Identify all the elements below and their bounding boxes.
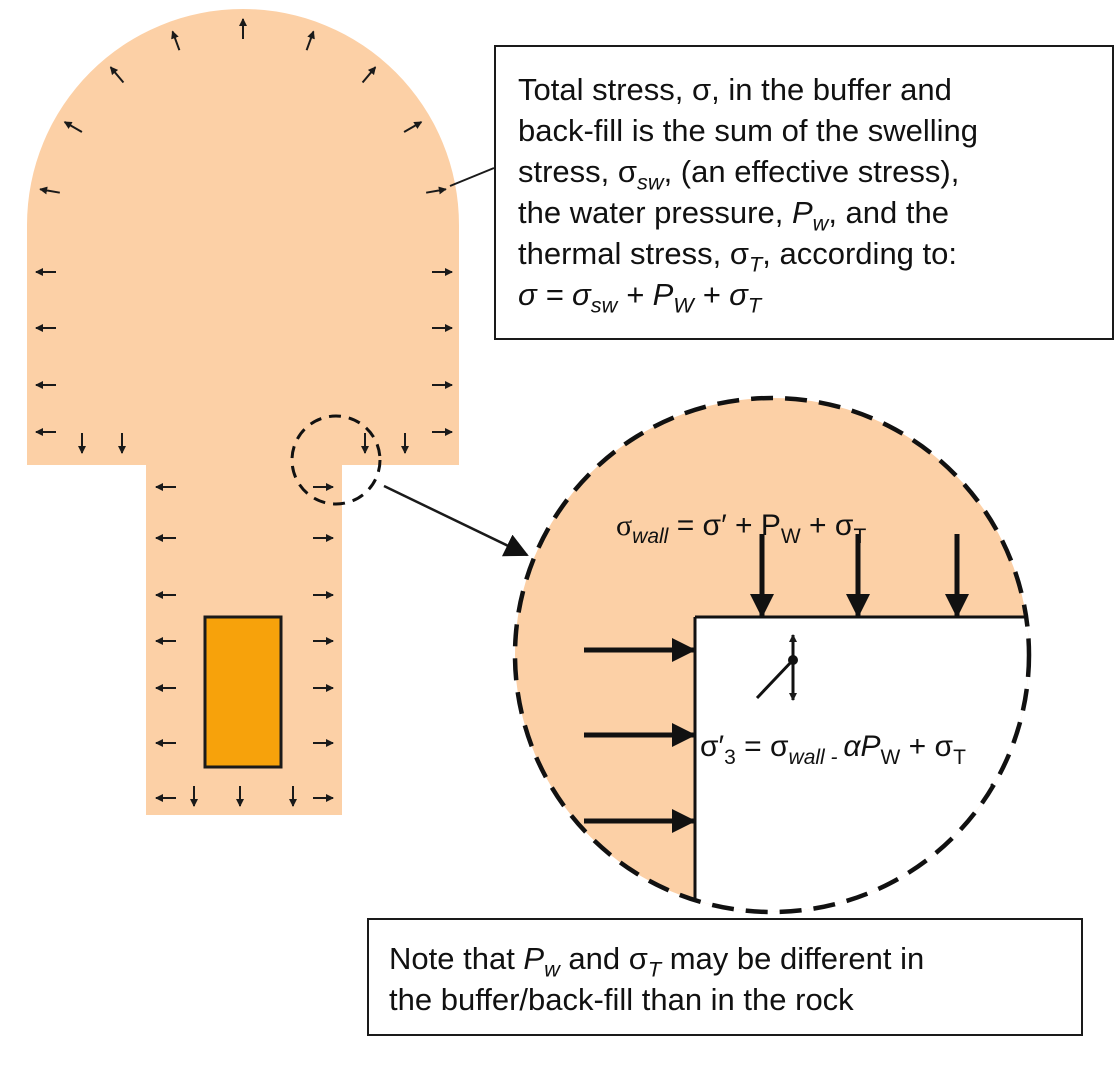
arrow-icon	[109, 66, 125, 84]
info-line-1: Total stress, σ, in the buffer and	[518, 72, 952, 107]
arrow-icon	[305, 30, 315, 51]
info-box-leader-line	[449, 167, 495, 187]
arrow-icon	[171, 30, 181, 51]
buffer-backfill-shape	[27, 9, 459, 815]
info-line-2: back-fill is the sum of the swelling	[518, 113, 979, 148]
info-line-4: the water pressure, Pw, and the	[518, 195, 949, 236]
arrow-icon	[39, 186, 60, 195]
corner-callout-circle	[290, 414, 382, 506]
stress-point-marker	[755, 634, 798, 701]
pressure-arrows	[35, 18, 453, 807]
wall-pressure-arrows	[584, 534, 969, 833]
canister	[203, 615, 283, 769]
arrow-icon	[426, 186, 447, 195]
arrow-icon	[63, 121, 83, 133]
detail-circle	[515, 398, 1029, 912]
rock-region	[695, 617, 1029, 912]
callout-pointer-arrow	[383, 484, 529, 557]
note-box: Note that Pw and σT may be different in …	[367, 918, 1083, 1036]
stray-dot	[990, 783, 994, 787]
total-stress-info-box: Total stress, σ, in the buffer and back-…	[494, 45, 1114, 340]
wall-stress-equation: σwall = σ′ + PW + σT	[616, 509, 866, 548]
info-line-3: stress, σsw, (an effective stress),	[518, 154, 960, 195]
info-line-5: thermal stress, σT, according to:	[518, 236, 957, 277]
sigma3-equation: σ′3 = σwall - αPW + σT	[700, 730, 966, 769]
note-line-2: the buffer/back-fill than in the rock	[389, 982, 854, 1017]
arrow-icon	[361, 66, 377, 84]
total-stress-formula: σ = σsw + PW + σT	[518, 277, 762, 318]
note-line-1: Note that Pw and σT may be different in	[389, 941, 925, 982]
detail-circle-outline	[512, 395, 1032, 915]
arrow-icon	[403, 121, 423, 133]
